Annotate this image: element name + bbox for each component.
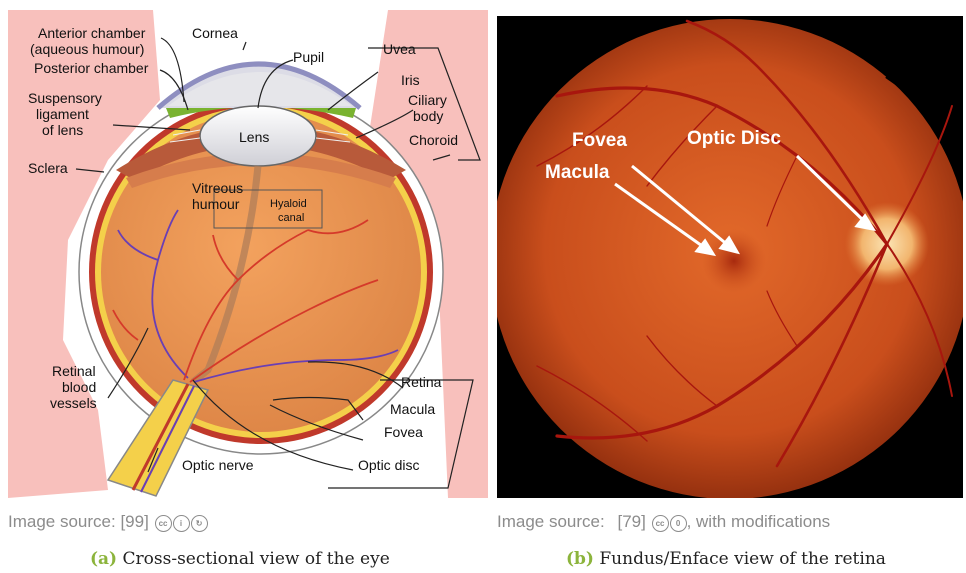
label-macula: Macula: [390, 401, 435, 417]
cc-icon: cc: [155, 515, 172, 532]
label-canal: canal: [278, 212, 304, 224]
source-a-text: Image source: [99]: [8, 512, 149, 531]
fundus-label-macula: Macula: [545, 162, 610, 183]
by-icon: i: [173, 515, 190, 532]
label-sclera: Sclera: [28, 160, 68, 176]
label-posterior-chamber: Posterior chamber: [34, 60, 149, 76]
label-body: body: [413, 108, 443, 124]
fundus-image: Fovea Macula Optic Disc: [497, 16, 963, 498]
label-lens: Lens: [239, 129, 269, 145]
label-retinal: Retinal: [52, 363, 96, 379]
label-vitreous: Vitreous: [192, 180, 243, 196]
macula-spot: [702, 229, 766, 293]
label-vessels: vessels: [50, 395, 97, 411]
zero-icon: 0: [670, 515, 687, 532]
source-b-ref: [79]: [617, 512, 645, 531]
label-ciliary: Ciliary: [408, 92, 447, 108]
source-b-prefix: Image source:: [497, 512, 605, 531]
label-hyaloid: Hyaloid: [270, 198, 307, 210]
label-optic-nerve: Optic nerve: [182, 457, 254, 473]
label-anterior-chamber: Anterior chamber: [38, 25, 146, 41]
anterior-chamber: [168, 72, 352, 106]
caption-b: (b) Fundus/Enface view of the retina: [566, 549, 886, 569]
label-ligament: ligament: [36, 106, 89, 122]
label-humour: humour: [192, 196, 240, 212]
label-blood: blood: [62, 379, 96, 395]
source-b-suffix: , with modifications: [687, 512, 831, 531]
label-aqueous-humour: (aqueous humour): [30, 41, 144, 57]
label-suspensory: Suspensory: [28, 90, 102, 106]
label-choroid: Choroid: [409, 132, 458, 148]
label-uvea: Uvea: [383, 41, 416, 57]
fundus-label-optic-disc: Optic Disc: [687, 128, 781, 149]
caption-a: (a) Cross-sectional view of the eye: [90, 549, 390, 569]
label-optic-disc: Optic disc: [358, 457, 419, 473]
eye-cross-section-diagram: Anterior chamber (aqueous humour) Poster…: [8, 10, 488, 498]
sa-icon: ↻: [191, 515, 208, 532]
fundus-label-fovea: Fovea: [572, 130, 627, 151]
fundus-panel: Fovea Macula Optic Disc: [497, 16, 963, 498]
caption-a-label: (a): [90, 549, 117, 569]
label-cornea: Cornea: [192, 25, 238, 41]
label-retina: Retina: [401, 374, 442, 390]
caption-b-text: Fundus/Enface view of the retina: [599, 549, 886, 569]
eye-cross-section-panel: Anterior chamber (aqueous humour) Poster…: [8, 10, 488, 498]
caption-a-text: Cross-sectional view of the eye: [123, 549, 390, 569]
label-fovea: Fovea: [384, 424, 423, 440]
label-iris: Iris: [401, 72, 420, 88]
caption-b-label: (b): [566, 549, 594, 569]
label-of-lens: of lens: [42, 122, 83, 138]
label-pupil: Pupil: [293, 49, 324, 65]
cc-icon: cc: [652, 515, 669, 532]
